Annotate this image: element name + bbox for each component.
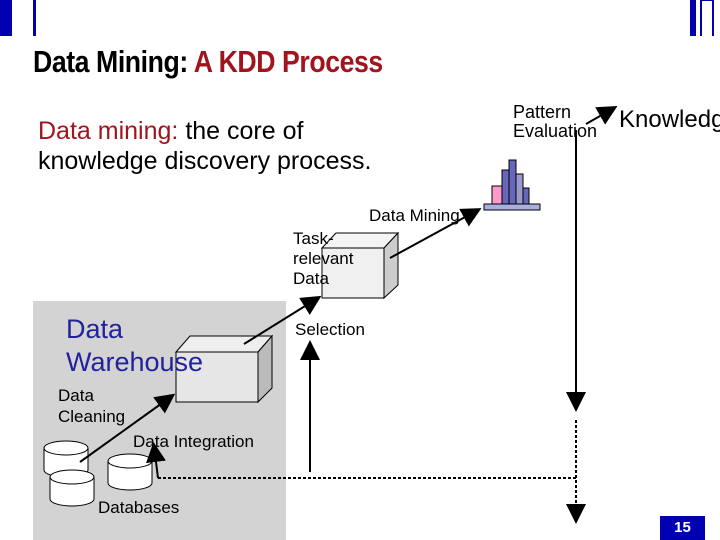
pattern-evaluation-label: Pattern Evaluation (513, 102, 598, 141)
subtitle: Data mining: the core of knowledge disco… (38, 116, 378, 176)
slide-title: Data Mining: A KDD Process (33, 44, 383, 80)
selection-arrow (243, 295, 322, 345)
data-warehouse-label: Data Warehouse (66, 314, 204, 377)
evaluation-arrow (585, 106, 618, 125)
top-decoration (0, 0, 714, 36)
databases-label: Databases (98, 498, 180, 517)
subtitle-text: the core of knowledge discovery process. (38, 117, 372, 175)
data-cleaning-label: Data Cleaning (58, 386, 126, 426)
task-relevant-label: Task-relevant Data (293, 229, 354, 288)
feedback-dotted-line (158, 477, 577, 520)
knowledge-label: Knowledge (619, 106, 720, 133)
warehouse-box (174, 334, 274, 404)
data-mining-label: Data Mining (369, 206, 460, 225)
page-number-badge: 15 (660, 516, 705, 540)
pattern-bars-icon (483, 159, 541, 211)
task-relevant-box (320, 231, 400, 300)
integration-arrow (146, 442, 166, 479)
selection-label: Selection (295, 320, 365, 339)
cleaning-arrow (79, 393, 176, 463)
mining-arrow (389, 208, 482, 259)
title-accent: A KDD Process (193, 44, 383, 79)
database-icon (107, 453, 153, 491)
subtitle-highlight: Data mining: (38, 117, 179, 145)
title-main: Data Mining: (33, 44, 188, 79)
database-icon (49, 469, 95, 507)
data-integration-label: Data Integration (133, 432, 254, 451)
